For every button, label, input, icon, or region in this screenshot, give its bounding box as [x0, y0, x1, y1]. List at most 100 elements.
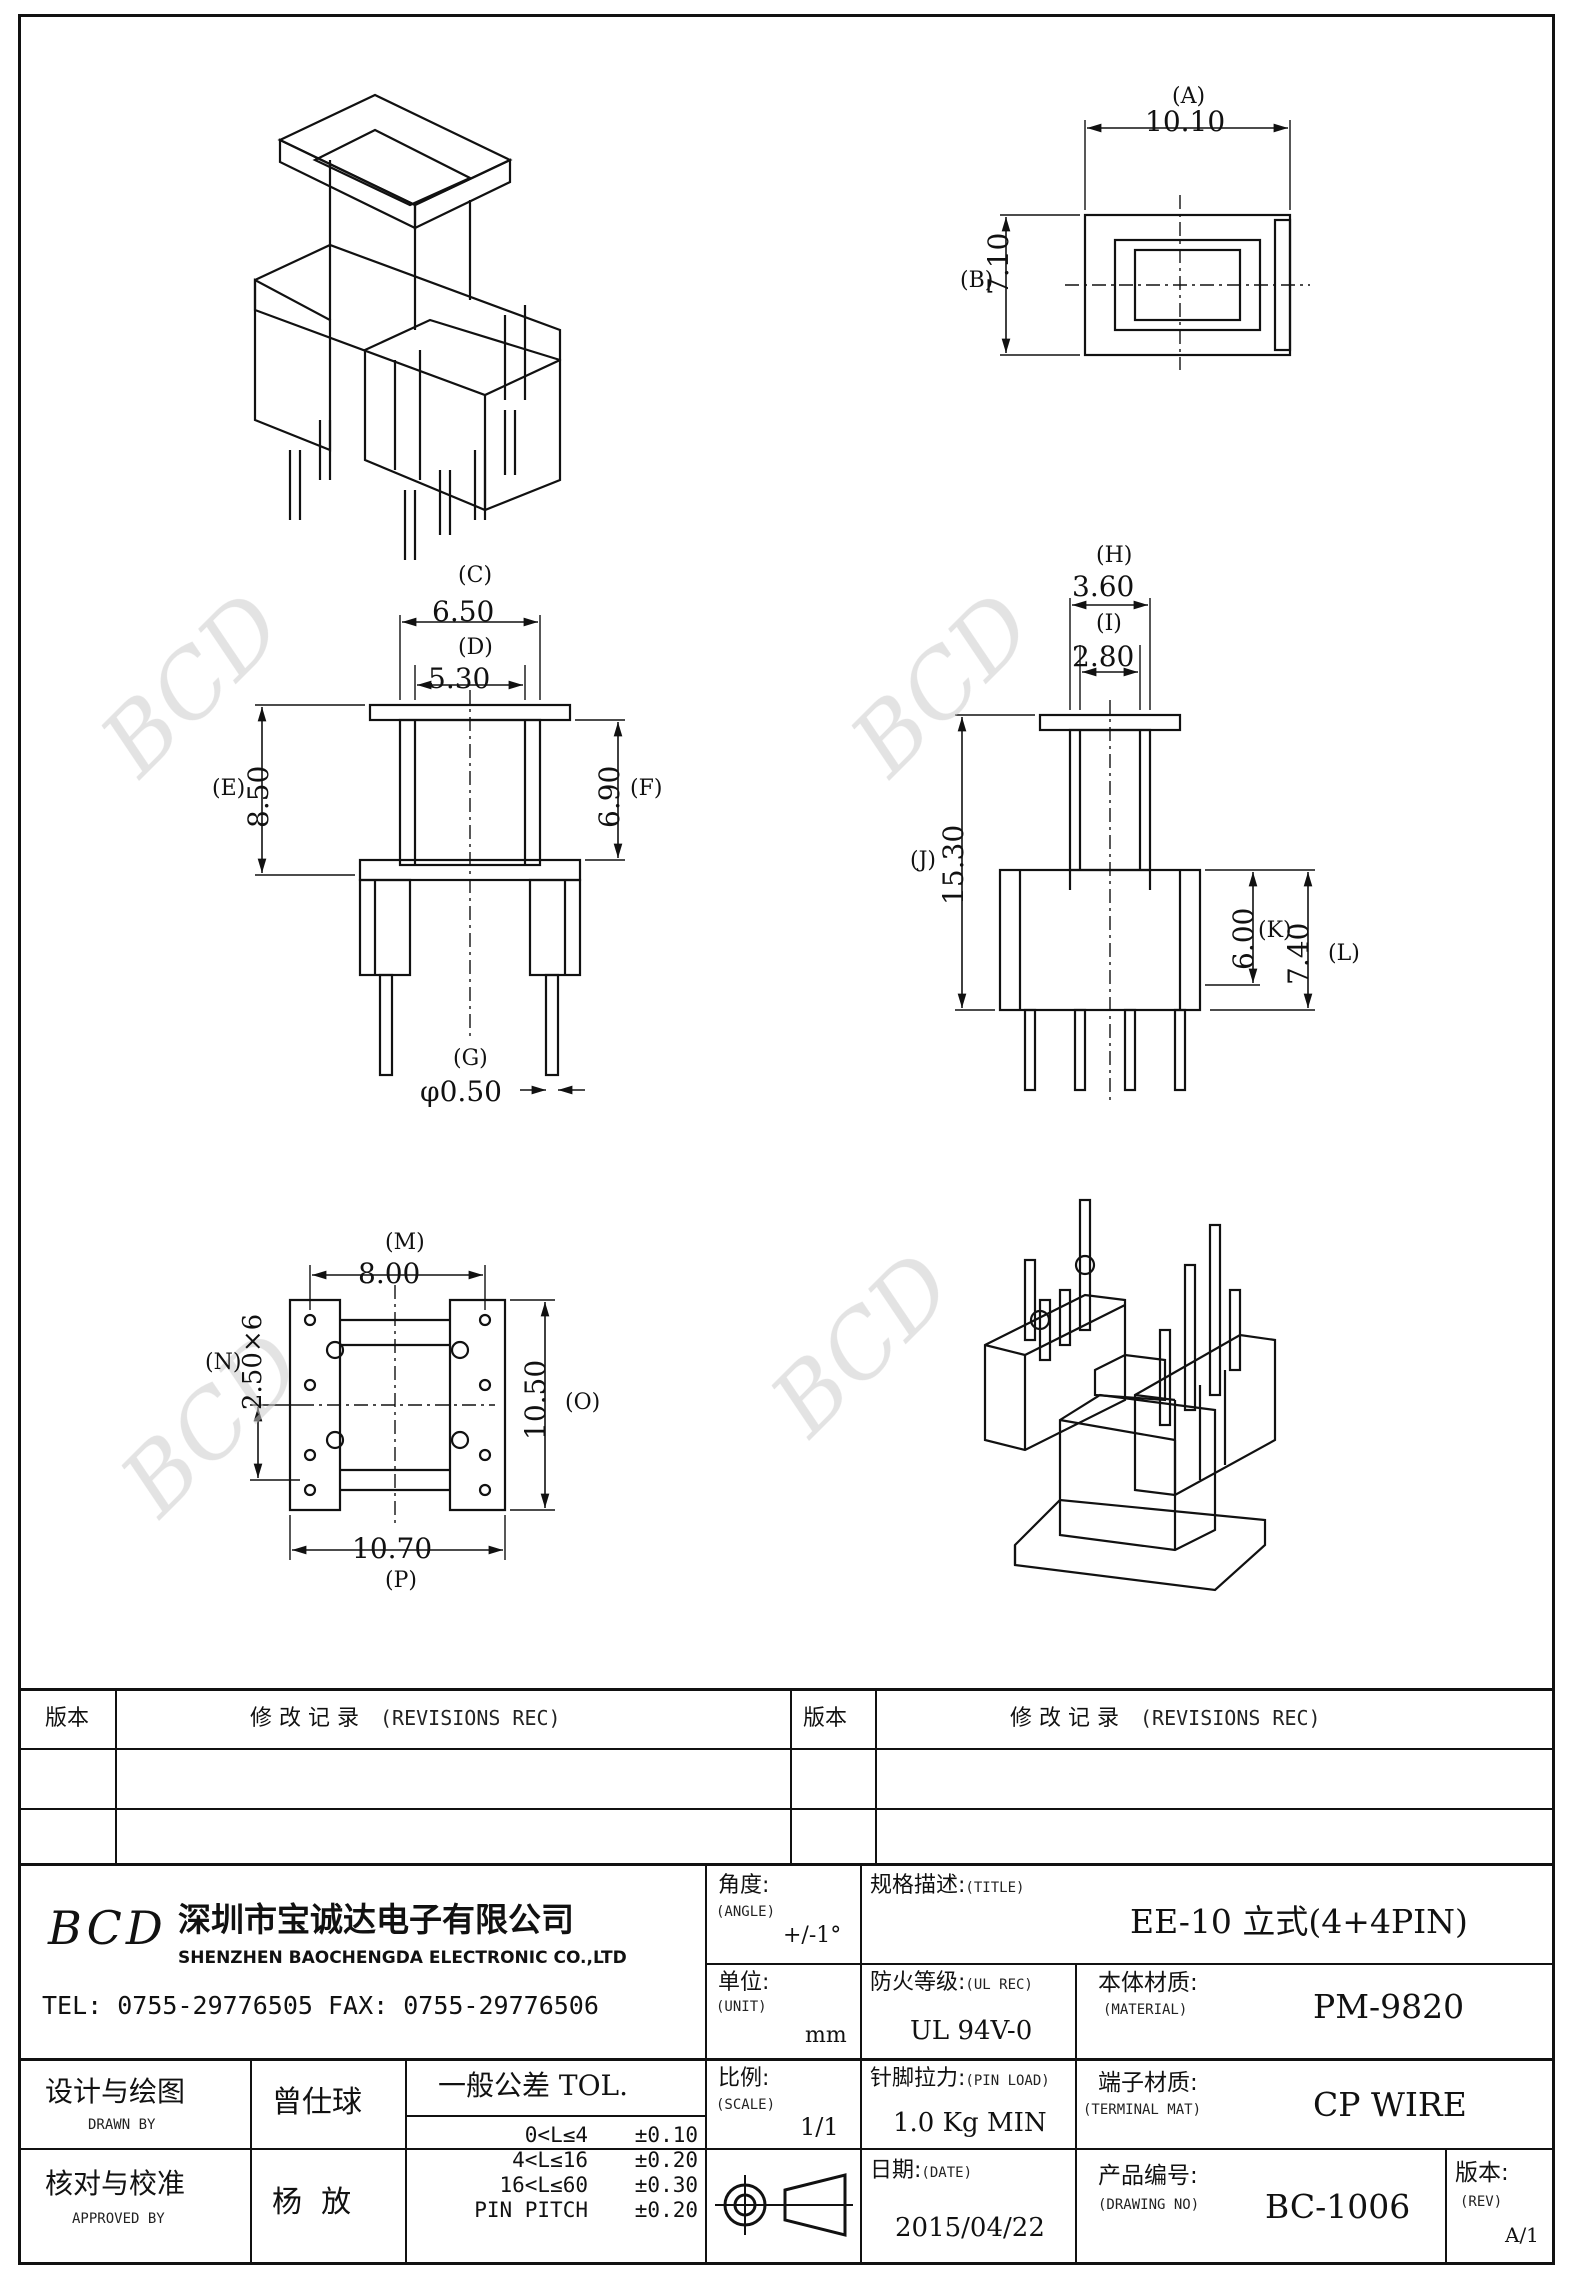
dim-A-value: 10.10	[1145, 105, 1226, 138]
dim-I-tag: I	[1104, 611, 1114, 636]
top-view	[1000, 120, 1310, 370]
approved-label: 核对与校准	[45, 2167, 186, 2200]
fire-value: UL 94V-0	[910, 2016, 1033, 2046]
dim-M-tag: M	[393, 1230, 417, 1255]
rule	[115, 1688, 117, 1865]
dim-M: (M)	[385, 1230, 425, 1255]
dim-H-tag: H	[1104, 543, 1124, 568]
tolerance-range: PIN PITCH	[474, 2198, 588, 2222]
dim-E: (E)	[212, 776, 246, 801]
unit-label: 单位:	[718, 1970, 770, 1995]
dim-N: (N)	[205, 1350, 242, 1375]
spec-label-cn: 规格描述:	[870, 1873, 966, 1898]
tolerance-row: 16<L≤60 ±0.30	[418, 2173, 698, 2198]
dim-P-tag: P	[393, 1568, 409, 1593]
fire-label-en: (UL REC)	[965, 1977, 1033, 1993]
rule	[18, 1808, 1555, 1810]
dim-A-tag: A	[1180, 84, 1197, 109]
dim-K: (K)	[1258, 918, 1292, 943]
dim-H-value: 3.60	[1072, 570, 1135, 603]
drawn-name: 曾仕球	[272, 2085, 362, 2120]
revision-rec-header-2: 修 改 记 录 (REVISIONS REC)	[1010, 1708, 1321, 1730]
dim-E-tag: E	[220, 776, 237, 801]
projection-symbol-icon	[715, 2173, 853, 2237]
rule	[1075, 1963, 1077, 2265]
revision-rec-label: 修 改 记 录	[250, 1706, 359, 1731]
angle-label-en: (ANGLE)	[716, 1904, 776, 1920]
terminal-label: 端子材质:	[1098, 2070, 1198, 2096]
revision-rec-label-en: (REVISIONS REC)	[379, 1706, 561, 1730]
rule	[18, 2148, 705, 2150]
drawn-label-en: DRAWN BY	[88, 2117, 156, 2133]
terminal-label-en: (TERMINAL MAT)	[1083, 2102, 1202, 2118]
revision-rec-label: 修 改 记 录	[1010, 1706, 1119, 1731]
isometric-view-bottom	[983, 1198, 1277, 1592]
drawing-no-value: BC-1006	[1265, 2187, 1411, 2226]
dim-C-tag: C	[466, 563, 484, 588]
dim-K-tag: K	[1266, 918, 1284, 943]
rev-label: 版本:	[1455, 2160, 1509, 2186]
date-label: 日期:(DATE)	[870, 2160, 972, 2182]
approved-name: 杨 放	[272, 2185, 352, 2220]
dim-G-tag: G	[461, 1046, 480, 1071]
svg-text:BCD: BCD	[80, 574, 303, 797]
spec-value: EE-10 立式(4+4PIN)	[1130, 1902, 1468, 1941]
fire-label-cn: 防火等级:	[870, 1970, 966, 1995]
dim-P: (P)	[385, 1568, 417, 1593]
tolerance-value: ±0.30	[634, 2173, 698, 2197]
date-label-en: (DATE)	[921, 2165, 972, 2181]
dim-F: (F)	[630, 776, 663, 801]
dim-N-tag: N	[213, 1350, 233, 1375]
material-value: PM-9820	[1313, 1987, 1465, 2026]
pin-load-value: 1.0 Kg MIN	[893, 2108, 1047, 2138]
drawn-label: 设计与绘图	[45, 2075, 186, 2108]
rule	[875, 1688, 877, 1865]
scale-value: 1/1	[800, 2113, 839, 2141]
dim-A: (A)	[1172, 84, 1206, 109]
isometric-view-top	[253, 93, 562, 560]
dim-D-tag: D	[466, 635, 485, 660]
tolerance-range: 0<L≤4	[524, 2123, 588, 2147]
tolerance-row: 0<L≤4 ±0.10	[418, 2123, 698, 2148]
pin-load-label-en: (PIN LOAD)	[965, 2073, 1050, 2089]
dim-J: (J)	[910, 848, 937, 873]
dim-C: (C)	[458, 563, 493, 588]
dim-G-value: φ0.50	[420, 1075, 502, 1108]
dim-O-value: 10.50	[519, 1359, 552, 1440]
tolerance-row: 4<L≤16 ±0.20	[418, 2148, 698, 2173]
rule	[405, 2058, 407, 2265]
angle-value: +/-1°	[783, 1923, 842, 1948]
dim-J-tag: J	[918, 848, 928, 873]
drawing-frame	[18, 14, 1555, 2265]
material-label: 本体材质:	[1098, 1970, 1198, 1996]
dim-H: (H)	[1096, 543, 1133, 568]
material-label-en: (MATERIAL)	[1103, 2002, 1188, 2018]
dim-I-value: 2.80	[1072, 640, 1135, 673]
dim-C-value: 6.50	[432, 595, 495, 628]
pin-load-label: 针脚拉力:(PIN LOAD)	[870, 2068, 1050, 2090]
company-name-en: SHENZHEN BAOCHENGDA ELECTRONIC CO.,LTD	[178, 1948, 627, 1968]
rule	[18, 1688, 1555, 1691]
dim-D-value: 5.30	[428, 662, 491, 695]
side-view	[955, 598, 1315, 1100]
rule	[18, 1863, 1555, 1866]
dim-O-tag: O	[573, 1390, 592, 1415]
bottom-view	[250, 1265, 555, 1560]
approved-label-en: APPROVED BY	[72, 2211, 165, 2227]
revision-version-label-1: 版本	[45, 1706, 90, 1731]
angle-label: 角度:	[718, 1873, 770, 1898]
date-value: 2015/04/22	[895, 2213, 1045, 2243]
company-logo: BCD	[48, 1901, 167, 1955]
rule	[250, 2058, 252, 2265]
dim-B: (B)	[960, 268, 994, 293]
tolerance-value: ±0.20	[634, 2198, 698, 2222]
revision-version-label-2: 版本	[803, 1706, 848, 1731]
rule	[705, 1963, 1555, 1965]
rule	[860, 1865, 862, 2265]
tolerance-table: 0<L≤4 ±0.10 4<L≤16 ±0.20 16<L≤60 ±0.30 P…	[418, 2123, 698, 2223]
dim-G: (G)	[453, 1046, 488, 1071]
tolerance-value: ±0.20	[634, 2148, 698, 2172]
dim-K-value: 6.00	[1227, 907, 1260, 970]
tolerance-value: ±0.10	[634, 2123, 698, 2147]
